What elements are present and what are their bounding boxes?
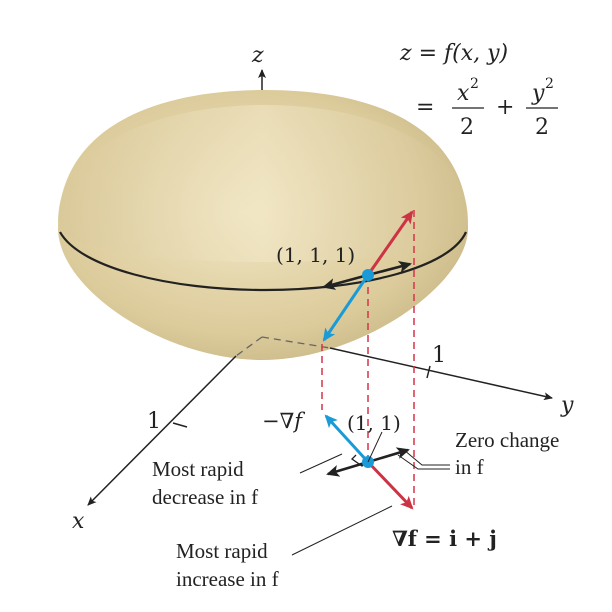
- zero-change-label-line1: Zero change: [455, 428, 559, 452]
- level-tangent-arrow: [367, 260, 412, 277]
- fraction1-exponent: 2: [470, 76, 479, 92]
- x-tick-label: 1: [147, 409, 161, 434]
- plane-zero-change-arrow: [367, 447, 410, 464]
- function-equation: z = f(x, y) = x 2 2 + y 2 2: [399, 41, 558, 140]
- y-tick: [426, 365, 431, 379]
- surface-point-label: (1, 1, 1): [276, 243, 355, 267]
- y-axis-label: y: [560, 393, 574, 418]
- leader-lines: [291, 431, 450, 556]
- paraboloid-surface: [58, 90, 468, 360]
- x-axis-hidden: [235, 336, 263, 357]
- level-curve: [59, 231, 468, 292]
- y-axis: [329, 347, 553, 401]
- surface-gradient-arrow: [366, 210, 414, 276]
- x-tick: [172, 422, 188, 428]
- zero-change-label-line2: in f: [455, 455, 484, 479]
- equation-equals: =: [416, 95, 434, 120]
- level-tangent-arrow-back: [322, 273, 369, 290]
- x-axis-label: x: [72, 509, 85, 534]
- projection-lines: [321, 210, 415, 510]
- increase-label-line1: Most rapid: [176, 539, 268, 563]
- decrease-label-line1: Most rapid: [152, 457, 244, 481]
- equation-plus: +: [496, 95, 514, 120]
- y-tick-label: 1: [432, 343, 446, 368]
- gradient-label: ∇f = i + j: [392, 526, 497, 551]
- equation-line1: z = f(x, y): [399, 41, 508, 66]
- fraction1-denominator: 2: [460, 115, 474, 140]
- decrease-label-line2: decrease in f: [152, 485, 258, 509]
- plane-zero-change-arrow-back: [326, 460, 369, 477]
- increase-label-line2: increase in f: [176, 567, 279, 591]
- fraction2-exponent: 2: [545, 76, 554, 92]
- plane-point-label: (1, 1): [347, 411, 401, 435]
- fraction2-numerator: y: [531, 81, 545, 106]
- x-axis: [87, 355, 237, 506]
- neg-gradient-label: −∇f: [262, 409, 305, 433]
- plane-neg-gradient-arrow: [324, 414, 370, 464]
- fraction2-denominator: 2: [535, 115, 549, 140]
- surface-neg-gradient-arrow: [322, 274, 370, 342]
- surface-point-dot: [362, 269, 374, 281]
- plane-gradient-arrow: [366, 460, 414, 510]
- fraction1-numerator: x: [457, 81, 470, 106]
- z-axis-label: z: [251, 43, 264, 68]
